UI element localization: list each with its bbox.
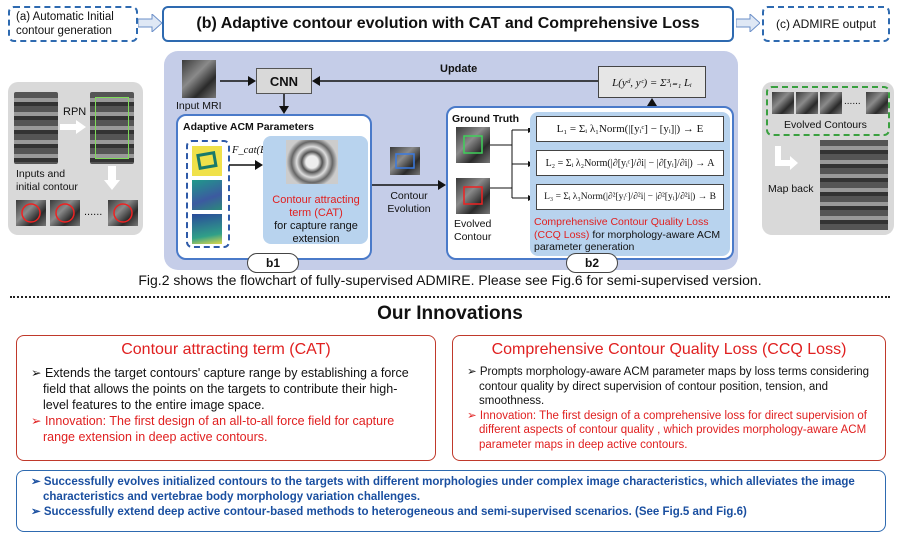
param-map-e bbox=[192, 146, 222, 176]
ccq-loss-name: Comprehensive Contour Quality Loss (CCQ … bbox=[534, 216, 709, 241]
ccq-innovation-box: Comprehensive Contour Quality Loss (CCQ … bbox=[452, 335, 886, 461]
ccq-innovation-title: Comprehensive Contour Quality Loss (CCQ … bbox=[491, 341, 847, 358]
arrow-right-icon bbox=[736, 14, 760, 32]
initial-contour-panel: RPN Inputs and initial contour ...... bbox=[8, 82, 143, 235]
input-mri-label: Input MRI bbox=[176, 100, 222, 112]
rpn-output-thumbnail bbox=[90, 92, 134, 164]
evolved-contours-label: Evolved Contours bbox=[784, 119, 867, 131]
cat-innovation-box: Contour attracting term (CAT) ➢ Extends … bbox=[16, 335, 436, 461]
arrow-down-icon bbox=[279, 94, 289, 114]
arrow-right-icon bbox=[60, 120, 86, 134]
crop-thumbnail-3 bbox=[108, 200, 138, 226]
f-cat-label: F_cat(E) bbox=[232, 145, 270, 156]
header-a-label: (a) Automatic Initial contour generation bbox=[16, 11, 114, 37]
loss-l3: L₃ = Σᵢ λ₃Norm(|∂²[yᵢᶜ]/∂²i| − |∂²[yᵢ]/∂… bbox=[536, 184, 724, 210]
summary-bullet-1-text: Successfully evolves initialized contour… bbox=[43, 476, 855, 503]
evolved-contours-group bbox=[766, 86, 890, 136]
ellipsis: ...... bbox=[84, 206, 103, 218]
evolved-contour-image bbox=[456, 178, 490, 214]
ccq-loss-desc: Comprehensive Contour Quality Loss (CCQ … bbox=[534, 216, 730, 254]
evolved-contour-label: Evolved Contour bbox=[454, 218, 492, 243]
connector-lines bbox=[490, 128, 534, 201]
ccq-bullet-2-text: Innovation: The first design of a compre… bbox=[479, 409, 867, 451]
crop-thumbnail-2 bbox=[50, 200, 80, 226]
ccq-bullet-2: ➢ Innovation: The first design of a comp… bbox=[467, 409, 867, 451]
rpn-label: RPN bbox=[63, 106, 87, 118]
divider bbox=[10, 296, 890, 298]
cat-innovation-title: Contour attracting term (CAT) bbox=[121, 341, 331, 358]
summary-bullet-2: ➢ Successfully extend deep active contou… bbox=[31, 506, 747, 518]
cat-bullet-1-text: Extends the target contours' capture ran… bbox=[43, 366, 409, 412]
map-back-arrow-icon bbox=[775, 146, 798, 170]
admire-output-panel: ...... Evolved Contours Map back bbox=[762, 82, 894, 235]
crop-thumbnail-1 bbox=[16, 200, 46, 226]
b1-badge: b1 bbox=[247, 253, 299, 273]
output-crop-3 bbox=[820, 92, 842, 114]
b2-badge: b2 bbox=[566, 253, 618, 273]
header-c-label: (c) ADMIRE output bbox=[775, 17, 877, 31]
arrow-down-icon bbox=[104, 166, 120, 190]
param-map-a bbox=[192, 180, 222, 210]
cat-bullet-2: ➢ Innovation: The first design of an all… bbox=[31, 414, 395, 444]
ccq-loss-purpose: for morphology-aware ACM parameter gener… bbox=[534, 228, 721, 254]
arrow-right-icon bbox=[138, 14, 162, 32]
ccq-bullet-1: ➢ Prompts morphology-aware ACM parameter… bbox=[467, 366, 870, 407]
summary-bullet-2-text: Successfully extend deep active contour-… bbox=[43, 506, 747, 518]
output-mri-image bbox=[820, 140, 888, 230]
map-back-label: Map back bbox=[768, 183, 814, 195]
cat-name: Contour attracting term (CAT) bbox=[272, 194, 360, 219]
arrow-right-icon bbox=[372, 180, 446, 190]
header-b-box: (b) Adaptive contour evolution with CAT … bbox=[162, 6, 734, 42]
output-crop-4 bbox=[866, 92, 888, 114]
evolution-thumbnail bbox=[390, 147, 420, 175]
summary-bullet-1: ➢ Successfully evolves initialized conto… bbox=[31, 476, 855, 503]
inputs-label: Inputs and initial contour bbox=[16, 168, 78, 193]
ground-truth-label: Ground Truth bbox=[452, 113, 520, 125]
ellipsis: ...... bbox=[844, 96, 861, 107]
header-c-box: (c) ADMIRE output bbox=[762, 6, 890, 42]
ccq-bullet-1-text: Prompts morphology-aware ACM parameter m… bbox=[479, 366, 870, 407]
cat-bullet-1: ➢ Extends the target contours' capture r… bbox=[31, 366, 409, 412]
cat-force-field-image bbox=[286, 140, 338, 184]
figure-caption: Fig.2 shows the flowchart of fully-super… bbox=[138, 272, 762, 288]
loss-formula-box: L(yᵈ, yᶜ) = Σ³ᵢ₌₁ Lᵢ bbox=[598, 66, 706, 98]
acm-params-label: Adaptive ACM Parameters bbox=[183, 121, 314, 133]
output-crop-1 bbox=[772, 92, 794, 114]
loss-l1: L₁ = Σᵢ λ₁Norm(|[yᵢᶜ] − [yᵢ]|) → E bbox=[536, 116, 724, 142]
param-map-b bbox=[192, 214, 222, 244]
cat-bullet-2-text: Innovation: The first design of an all-t… bbox=[43, 414, 395, 444]
loss-formula: L(yᵈ, yᶜ) = Σ³ᵢ₌₁ Lᵢ bbox=[612, 76, 692, 89]
output-crop-2 bbox=[796, 92, 818, 114]
update-arrow-icon bbox=[312, 76, 598, 86]
contour-evolution-label: Contour Evolution bbox=[387, 190, 431, 215]
ground-truth-image bbox=[456, 127, 490, 163]
arrow-right-icon bbox=[220, 76, 256, 86]
acm-param-maps-group bbox=[186, 140, 230, 248]
cat-desc: for capture range extension bbox=[274, 220, 358, 245]
update-label: Update bbox=[440, 63, 478, 75]
input-mri-thumbnail bbox=[14, 92, 58, 164]
arrow-right-icon bbox=[229, 160, 263, 170]
header-b-label: (b) Adaptive contour evolution with CAT … bbox=[196, 15, 700, 32]
input-mri-image bbox=[182, 60, 216, 98]
innovations-title: Our Innovations bbox=[377, 303, 523, 324]
loss-l2: L₂ = Σᵢ λ₂Norm(|∂[yᵢᶜ]/∂i| − |∂[yᵢ]/∂i|)… bbox=[536, 150, 724, 176]
header-a-box: (a) Automatic Initial contour generation bbox=[8, 6, 138, 42]
cnn-box: CNN bbox=[256, 68, 312, 94]
summary-box: ➢ Successfully evolves initialized conto… bbox=[16, 470, 886, 532]
